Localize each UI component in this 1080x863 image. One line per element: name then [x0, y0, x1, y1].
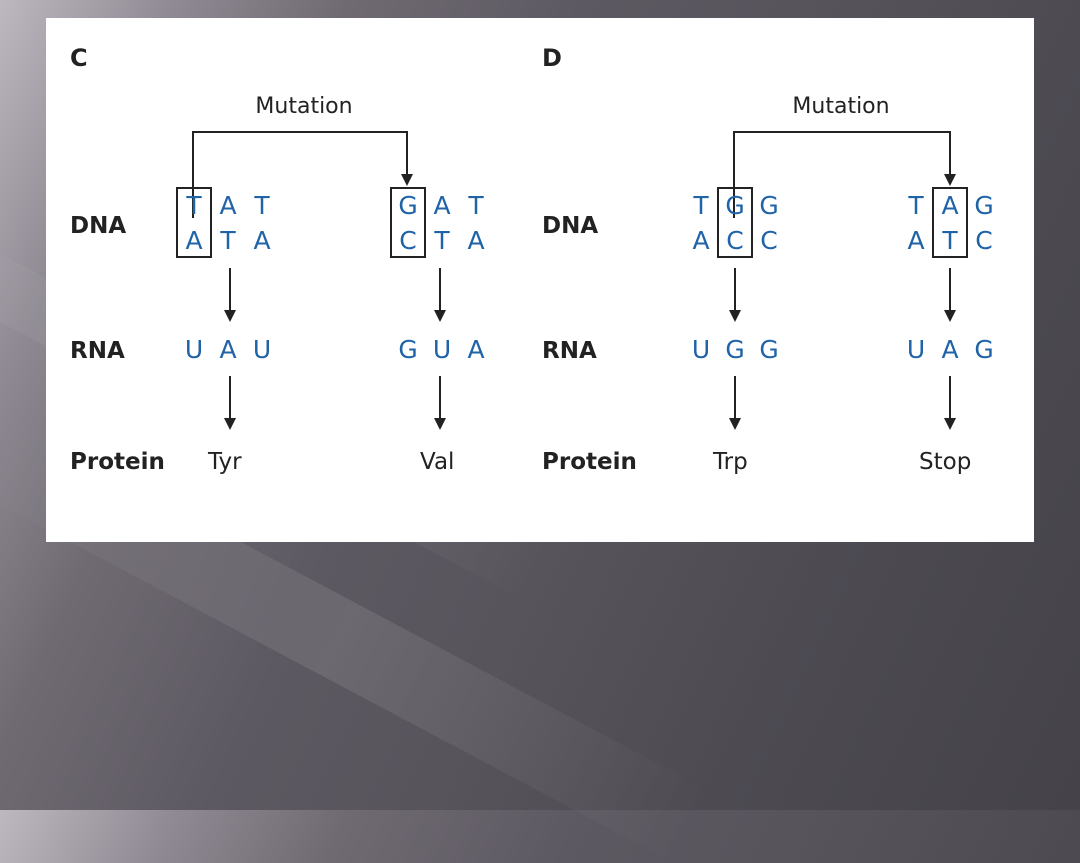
figure-panel: C Mutation DNA RNA Protein T A T A T A U…: [46, 18, 1034, 542]
rna-base: U: [253, 335, 271, 364]
mutated-base-box: [717, 187, 753, 258]
row-label-rna: RNA: [542, 338, 597, 364]
row-label-protein: Protein: [542, 449, 637, 475]
dna-top-base: T: [185, 191, 202, 220]
dna-bottom-base: A: [907, 226, 924, 255]
arrowhead: [434, 310, 446, 322]
rna-base: U: [692, 335, 710, 364]
dna-bottom-base: C: [760, 226, 777, 255]
row-label-rna: RNA: [70, 338, 125, 364]
dna-top-base: A: [433, 191, 450, 220]
arrowhead: [434, 418, 446, 430]
dna-top-base: G: [398, 191, 417, 220]
mutated-base-box: [932, 187, 968, 258]
panel-d: D Mutation DNA RNA Protein T G G A C C U…: [542, 44, 994, 475]
dna-bottom-base: C: [975, 226, 992, 255]
dna-top-base: T: [907, 191, 924, 220]
rna-base: A: [219, 335, 236, 364]
rna-base: U: [433, 335, 451, 364]
mutation-arrowhead: [944, 174, 956, 186]
mutation-diagram: C Mutation DNA RNA Protein T A T A T A U…: [70, 44, 994, 475]
arrowhead: [729, 418, 741, 430]
dna-top-base: T: [467, 191, 484, 220]
mutation-arrowhead: [401, 174, 413, 186]
panel-c: C Mutation DNA RNA Protein T A T A T A U…: [70, 44, 485, 475]
mutation-label: Mutation: [255, 94, 352, 119]
arrowhead: [944, 310, 956, 322]
protein-product: Tyr: [207, 449, 242, 475]
panel-letter: C: [70, 44, 88, 72]
rna-base: G: [974, 335, 993, 364]
row-label-dna: DNA: [542, 213, 598, 239]
dna-bottom-base: T: [941, 226, 958, 255]
arrowhead: [224, 418, 236, 430]
arrowhead: [729, 310, 741, 322]
rna-base: G: [398, 335, 417, 364]
rna-base: U: [185, 335, 203, 364]
arrowhead: [944, 418, 956, 430]
dna-bottom-base: T: [219, 226, 236, 255]
dna-bottom-base: A: [692, 226, 709, 255]
mutation-label: Mutation: [792, 94, 889, 119]
rna-base: A: [467, 335, 484, 364]
dna-top-base: A: [219, 191, 236, 220]
row-label-protein: Protein: [70, 449, 165, 475]
dna-bottom-base: A: [467, 226, 484, 255]
protein-product: Trp: [712, 449, 748, 475]
mutation-bracket: [733, 131, 951, 218]
dna-top-base: T: [253, 191, 270, 220]
protein-product: Stop: [919, 449, 971, 475]
rna-base: G: [759, 335, 778, 364]
row-label-dna: DNA: [70, 213, 126, 239]
dna-top-base: G: [725, 191, 744, 220]
rna-base: U: [907, 335, 925, 364]
dna-bottom-base: A: [185, 226, 202, 255]
protein-product: Val: [420, 449, 454, 475]
mutation-bracket: [192, 131, 408, 218]
panel-letter: D: [542, 44, 562, 72]
dna-top-base: A: [941, 191, 958, 220]
dna-bottom-base: A: [253, 226, 270, 255]
dna-bottom-base: C: [726, 226, 743, 255]
dna-bottom-base: C: [399, 226, 416, 255]
arrowhead: [224, 310, 236, 322]
dna-top-base: T: [692, 191, 709, 220]
rna-base: G: [725, 335, 744, 364]
rna-base: A: [941, 335, 958, 364]
mutated-base-box: [390, 187, 426, 258]
dna-top-base: G: [759, 191, 778, 220]
dna-top-base: G: [974, 191, 993, 220]
mutated-base-box: [176, 187, 212, 258]
dna-bottom-base: T: [433, 226, 450, 255]
